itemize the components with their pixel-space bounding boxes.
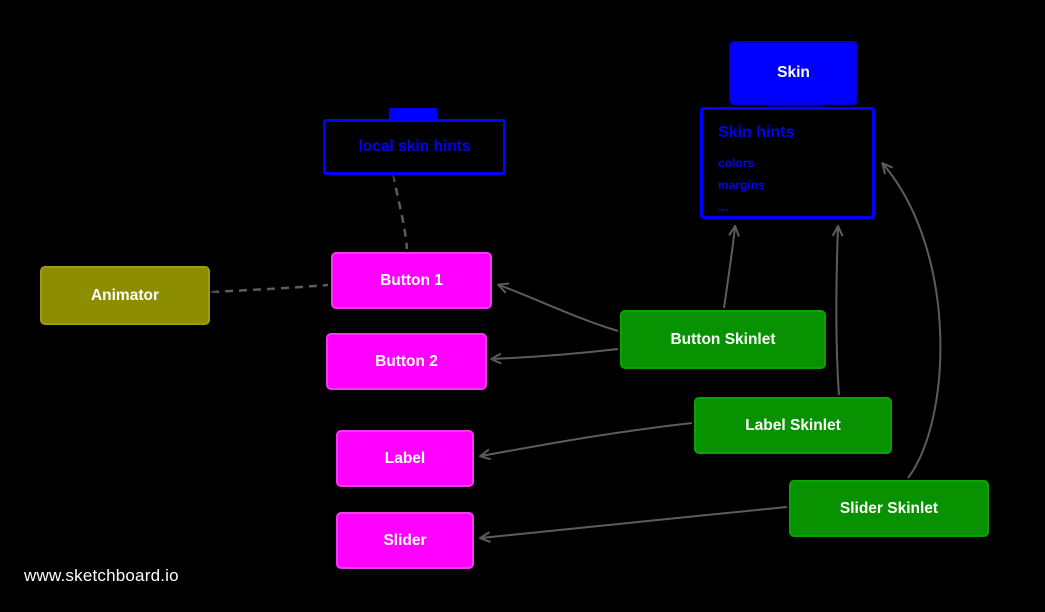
connector-labelskinlet-label[interactable] — [481, 422, 693, 456]
skin-hints-item-margins: margins — [718, 178, 765, 192]
node-button1[interactable]: Button 1 — [331, 252, 492, 309]
connector-buttonskinlet-button2[interactable] — [492, 348, 619, 359]
node-slider-label: Slider — [383, 531, 427, 549]
skin-hints-title: Skin hints — [718, 124, 795, 141]
node-label-skinlet-label: Label Skinlet — [745, 416, 841, 434]
node-animator-label: Animator — [90, 286, 160, 304]
connector-sliderskinlet-skinhints[interactable] — [883, 164, 942, 479]
connector-labelskinlet-skinhints[interactable] — [836, 227, 839, 396]
node-button-skinlet[interactable]: Button Skinlet — [620, 310, 826, 369]
connector-animator-button1[interactable] — [210, 283, 329, 294]
node-local-skin-hints[interactable]: local skin hints — [323, 119, 506, 175]
node-local-skin-hints-label: local skin hints — [358, 138, 471, 155]
sketchboard-watermark: www.sketchboard.io — [24, 566, 179, 585]
node-skin-hints[interactable]: Skin hints colors margins ... — [700, 107, 875, 219]
node-button2[interactable]: Button 2 — [326, 333, 487, 390]
node-slider[interactable]: Slider — [336, 512, 474, 569]
node-label-skinlet[interactable]: Label Skinlet — [694, 397, 892, 454]
node-slider-skinlet-label: Slider Skinlet — [839, 499, 939, 517]
connector-buttonskinlet-button1[interactable] — [499, 285, 619, 332]
connector-sliderskinlet-slider[interactable] — [481, 506, 788, 538]
node-label-label: Label — [384, 449, 426, 467]
node-button2-label: Button 2 — [375, 352, 438, 370]
local-skin-hints-nub — [389, 108, 437, 122]
node-animator[interactable]: Animator — [40, 266, 210, 325]
skin-hints-item-colors: colors — [718, 156, 755, 170]
node-button-skinlet-label: Button Skinlet — [670, 330, 776, 348]
node-slider-skinlet[interactable]: Slider Skinlet — [789, 480, 989, 537]
connector-localhints-button1[interactable] — [391, 173, 409, 250]
node-button1-label: Button 1 — [380, 271, 443, 289]
node-skin-label: Skin — [777, 64, 810, 81]
skin-hints-item-ellipsis: ... — [718, 200, 729, 214]
node-label[interactable]: Label — [336, 430, 474, 487]
node-skin[interactable]: Skin — [729, 41, 858, 105]
connector-buttonskinlet-skinhints[interactable] — [723, 227, 735, 309]
